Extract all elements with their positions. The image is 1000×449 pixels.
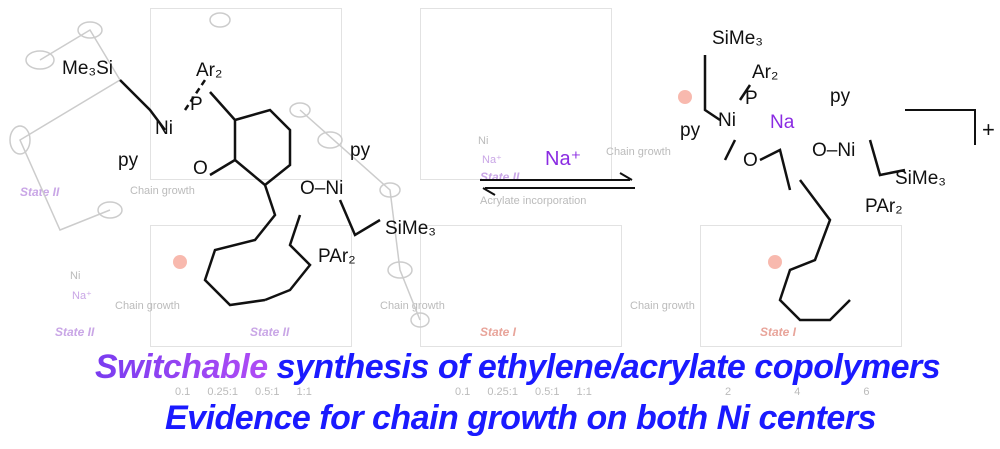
axis-ticks: 2 4 6 xyxy=(725,386,870,398)
charge-bracket xyxy=(905,109,976,145)
axis-ticks: 0.1 0.25:1 0.5:1 1:1 xyxy=(455,386,592,398)
background-panel xyxy=(420,225,622,347)
axis-ticks: 0.1 0.25:1 0.5:1 1:1 xyxy=(175,386,312,398)
chain-growth-label: Chain growth xyxy=(630,300,695,312)
sodium-reagent-label: Na⁺ xyxy=(545,148,582,170)
state-label: State I xyxy=(480,325,517,339)
state-label: State II xyxy=(250,325,290,339)
background-panel xyxy=(150,225,352,347)
state-label: State II xyxy=(20,185,60,199)
tick: 6 xyxy=(863,386,870,398)
sime3-label: SiMe₃ xyxy=(712,28,764,49)
par2-label: PAr₂ xyxy=(865,196,903,217)
oxygen-label: O xyxy=(743,150,758,171)
o-ni-label: O–Ni xyxy=(300,178,344,199)
chain-growth-label: Chain growth xyxy=(606,146,671,158)
ni-label: Ni xyxy=(70,270,81,282)
nickel-label: Ni xyxy=(155,118,173,139)
acrylate-incorporation-label: Acrylate incorporation xyxy=(480,195,587,207)
sime3-label: SiMe₃ xyxy=(385,218,437,239)
na-label: Na⁺ xyxy=(482,154,502,166)
state-label: State II xyxy=(55,325,95,339)
me3si-label: Me₃Si xyxy=(62,58,114,79)
tick: 0.5:1 xyxy=(255,386,280,398)
py-label: py xyxy=(680,120,701,141)
tick: 1:1 xyxy=(576,386,592,398)
tick: 0.5:1 xyxy=(535,386,560,398)
state-label: State I xyxy=(760,325,797,339)
charge-label: + xyxy=(982,117,995,142)
tick: 0.25:1 xyxy=(207,386,238,398)
chain-growth-label: Chain growth xyxy=(380,300,445,312)
red-dots xyxy=(173,90,782,269)
na-label: Na⁺ xyxy=(72,290,92,302)
oxygen-label: O xyxy=(193,158,208,179)
crystal-structure-ellipsoids xyxy=(9,12,430,328)
phosphorus-label: P xyxy=(190,94,203,115)
py-label: py xyxy=(350,140,371,161)
chain-growth-label: Chain growth xyxy=(130,185,195,197)
background-panel xyxy=(700,225,902,347)
py-label: py xyxy=(830,86,851,107)
headline-line-2: Evidence for chain growth on both Ni cen… xyxy=(165,399,876,437)
tick: 0.1 xyxy=(455,386,471,398)
headline-line-1-text: synthesis of ethylene/acrylate copolymer… xyxy=(276,348,941,386)
sodium-label: Na xyxy=(770,112,795,133)
switchable-highlight: Switchable xyxy=(95,348,268,386)
o-ni-label: O–Ni xyxy=(812,140,856,161)
sime3-label: SiMe₃ xyxy=(895,168,947,189)
tick: 4 xyxy=(794,386,801,398)
headline-line-1: Switchable synthesis of ethylene/acrylat… xyxy=(95,348,941,386)
tick: 1:1 xyxy=(296,386,312,398)
par2-label: PAr₂ xyxy=(318,246,356,267)
ar2-label: Ar₂ xyxy=(752,62,779,83)
tick: 0.1 xyxy=(175,386,191,398)
left-complex-bonds xyxy=(119,79,381,307)
ni-label: Ni xyxy=(478,135,489,147)
tick: 0.25:1 xyxy=(487,386,518,398)
tick: 2 xyxy=(725,386,732,398)
ar2-label: Ar₂ xyxy=(196,60,223,81)
background-panel xyxy=(150,8,342,180)
equilibrium-arrows xyxy=(480,172,635,196)
nickel-label: Ni xyxy=(718,110,736,131)
chain-growth-label: Chain growth xyxy=(115,300,180,312)
py-label: py xyxy=(118,150,139,171)
phosphorus-label: P xyxy=(745,88,758,109)
right-complex-bonds xyxy=(703,55,906,322)
